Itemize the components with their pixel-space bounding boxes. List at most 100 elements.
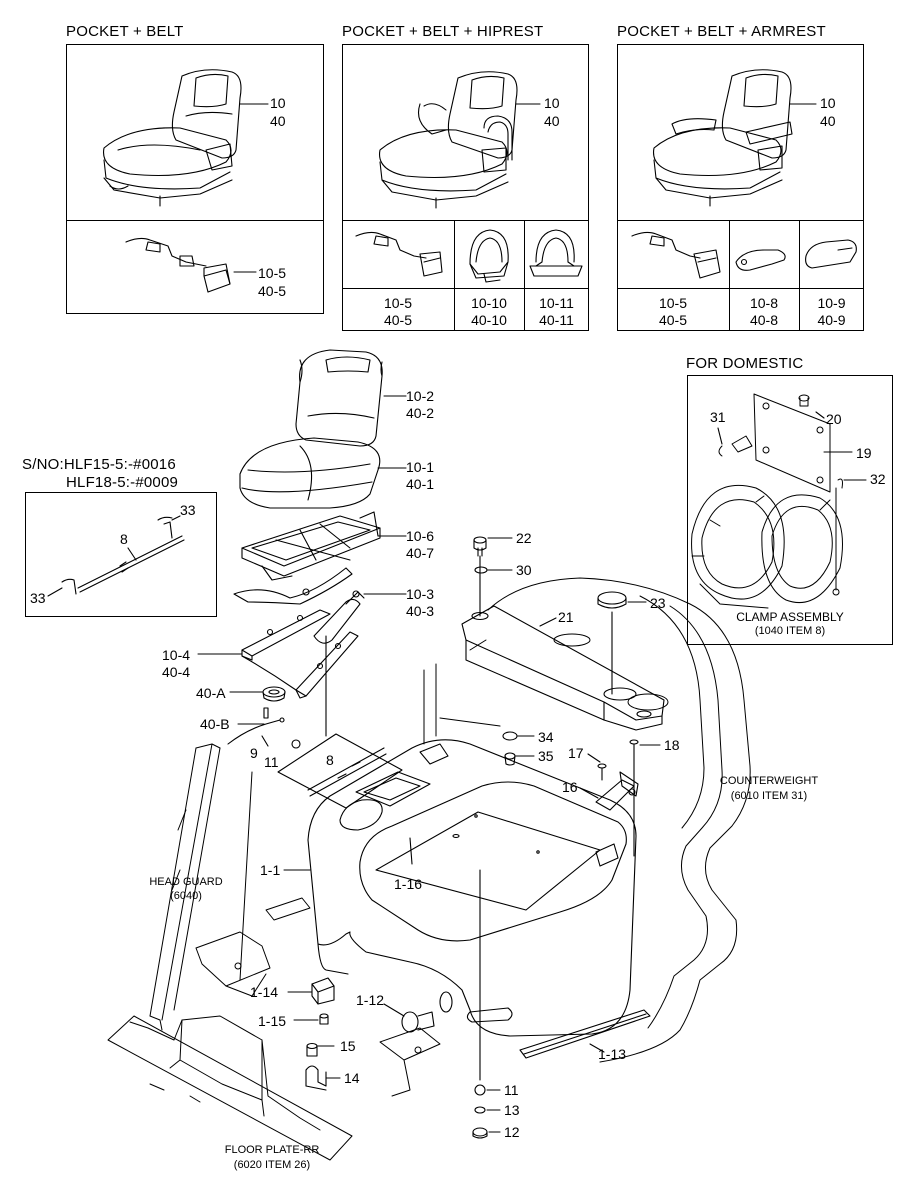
domestic-callout-19: 19 (856, 445, 872, 461)
callout-armrest-cell3-l1: 10-9 (817, 295, 846, 311)
domestic-caption-1: CLAMP ASSEMBLY (736, 610, 844, 624)
callout-11-b: 11 (504, 1082, 519, 1098)
callout-belt-1-l2: 40-5 (258, 283, 287, 299)
panel-title-pocket-belt: POCKET + BELT (66, 23, 184, 40)
panel-armrest-divider-h1 (617, 220, 864, 221)
clip-14-illustration (306, 1066, 326, 1090)
callout-armrest-cell3-l2: 40-9 (817, 312, 846, 328)
panel-hiprest-divider-h1 (342, 220, 589, 221)
callout-hiprest-cell2-l1: 10-10 (471, 295, 507, 311)
panel-pocket-belt-divider (66, 220, 324, 221)
seat-assembly-illustration-3 (654, 70, 792, 206)
callout-armrest-cell1-l2: 40-5 (658, 312, 688, 328)
bolt-17-illustration (598, 764, 606, 780)
domestic-title: FOR DOMESTIC (686, 355, 804, 372)
leader-33-bottom (48, 588, 62, 596)
bolt-15-illustration (307, 1044, 317, 1057)
cable-illustration (228, 708, 284, 744)
callout-1-14: 1-14 (250, 984, 279, 1000)
washer-11-illustration (292, 740, 300, 748)
panel-pocket-belt-box (66, 44, 324, 314)
hood-illustration (308, 718, 636, 1080)
nut-12-illustration (473, 1128, 487, 1138)
seat-belt-illustration-3 (632, 232, 720, 278)
callout-hiprest-cell3-l1: 10-11 (539, 295, 574, 311)
leader-17 (588, 754, 600, 762)
floor-plate-label-2: (6020 ITEM 26) (233, 1159, 311, 1171)
seat-cushion-illustration (240, 438, 380, 508)
panel-title-hiprest: POCKET + BELT + HIPREST (342, 23, 544, 40)
bolt-18-illustration (630, 740, 638, 760)
hip-rest-illustration-b (530, 230, 582, 276)
callout-seat-3-l2: 40 (820, 113, 836, 129)
panel-title-armrest: POCKET + BELT + ARMREST (617, 23, 826, 40)
seat-belt-illustration-1 (126, 238, 256, 292)
leader-1-13 (590, 1044, 604, 1052)
leader-31 (718, 428, 722, 444)
callout-10-2: 10-2 (406, 388, 435, 404)
slide-rail-illustration (242, 610, 358, 698)
callout-10-1: 10-1 (406, 459, 435, 475)
clamp-assembly-illustration (692, 394, 843, 608)
callout-34: 34 (538, 729, 554, 745)
serial-strut-illustration (62, 517, 184, 594)
callout-armrest-cell1-l1: 10-5 (658, 295, 688, 311)
callout-35: 35 (538, 748, 554, 764)
gasket-1-13-illustration (520, 1010, 650, 1058)
strut-leader-box (278, 734, 402, 808)
callout-13: 13 (504, 1102, 520, 1118)
gas-strut-illustration (308, 748, 386, 796)
serial-callout-33-bottom: 33 (30, 590, 46, 606)
floor-plate-label-1: FLOOR PLATE-RR (224, 1144, 320, 1156)
callout-9: 9 (250, 745, 258, 761)
cap-22-illustration (474, 537, 486, 556)
callout-22: 22 (516, 530, 532, 546)
callout-8: 8 (326, 752, 334, 768)
callout-17: 17 (568, 745, 584, 761)
bolt-1-15-illustration (320, 1014, 328, 1024)
hip-rest-illustration-a (470, 230, 508, 282)
callout-23: 23 (650, 595, 666, 611)
washer-30-illustration (475, 567, 487, 573)
callout-hiprest-cell3-l2: 40-11 (539, 312, 574, 328)
block-1-14-illustration (312, 978, 334, 1004)
serial-callout-8: 8 (120, 531, 128, 547)
callout-seat-3-l1: 10 (820, 95, 836, 111)
callout-12: 12 (504, 1124, 520, 1140)
panel-armrest-box (617, 44, 864, 331)
callout-armrest-cell2-l1: 10-8 (749, 295, 779, 311)
domestic-callout-32: 32 (870, 471, 886, 487)
callout-10-3: 10-3 (406, 586, 435, 602)
bracket-21-illustration (462, 606, 664, 730)
panel-armrest-divider-h2 (617, 288, 864, 289)
panel-hiprest-box (342, 44, 589, 331)
callout-1-16: 1-16 (394, 876, 423, 892)
callout-hiprest-cell1-l2: 40-5 (383, 312, 413, 328)
serial-line-1: S/NO:HLF15-5:-#0016 (22, 456, 176, 473)
callout-21: 21 (558, 609, 574, 625)
leader-1-12 (384, 1004, 404, 1016)
callout-40-2: 40-2 (406, 405, 435, 421)
callout-40-4: 40-4 (162, 664, 191, 680)
seat-assembly-illustration-2 (380, 72, 517, 208)
callout-40-b: 40-B (200, 716, 230, 732)
callout-seat-2-l2: 40 (544, 113, 560, 129)
callout-40-7: 40-7 (406, 545, 435, 561)
frame-illustration (196, 898, 440, 1096)
suspension-illustration (234, 512, 380, 604)
domestic-caption-2: (1040 ITEM 8) (754, 625, 826, 637)
serial-line-2: HLF18-5:-#0009 (66, 474, 179, 491)
callout-40-a: 40-A (196, 685, 226, 701)
callout-30: 30 (516, 562, 532, 578)
callout-16: 16 (562, 779, 578, 795)
head-guard-label-1: HEAD GUARD (149, 876, 223, 888)
callout-1-1: 1-1 (260, 862, 281, 878)
callout-hiprest-cell1-l1: 10-5 (383, 295, 413, 311)
armrest-illustration-b (806, 240, 857, 268)
domestic-inset-box (687, 375, 893, 645)
seat-assembly-illustration-1 (104, 70, 241, 206)
plug-23-illustration (598, 592, 626, 608)
counterweight-label-1: COUNTERWEIGHT (719, 775, 819, 787)
serial-callout-33-top: 33 (180, 502, 196, 518)
